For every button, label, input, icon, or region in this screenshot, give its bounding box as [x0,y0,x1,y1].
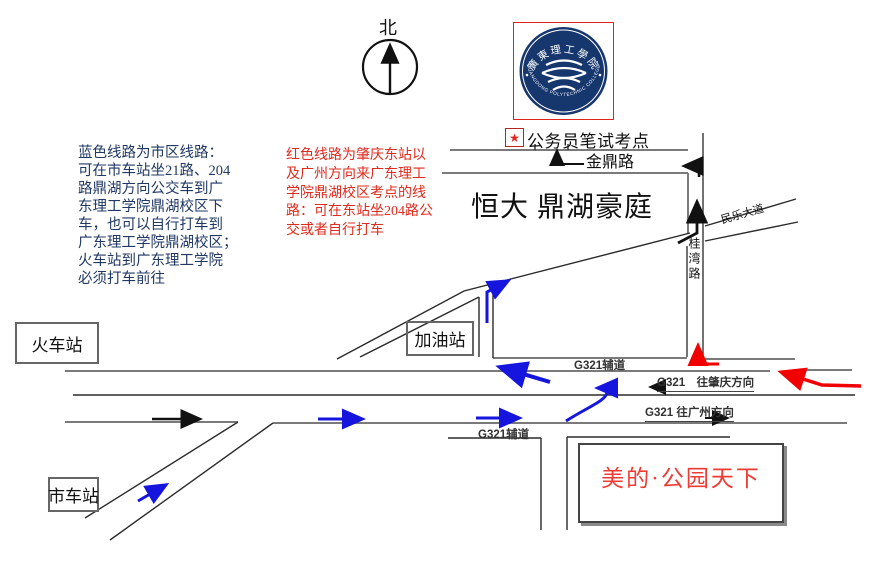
blue-route-note: 蓝色线路为市区线路： 可在市车站坐21路、204 路鼎湖方向公交车到广 东理工学… [78,145,238,287]
seal-ring [522,29,605,113]
minle-avenue-label: 民乐大道 [719,202,766,227]
g321-guangzhou-direction-label: G321 往广州方向 [645,404,734,422]
college-seal-icon: 廣東理工學院 GUANGDONG POLYTECHNIC COLLEGE [519,27,608,115]
red-route-note: 红色线路为肇庆东站以 及广州方向来广东理工 学院鼎湖校区考点的线 路：可在东站坐… [286,148,433,239]
road-diagonal-upper [336,232,691,360]
seal-disc [519,27,608,115]
arrow-red-up-guiwan [687,342,719,366]
jinding-road-label: 金鼎路 [586,154,635,171]
road-citybus-upper [84,421,239,519]
train-station-label: 火车站 [31,335,83,355]
g321-aux-road-label-upper: G321辅道 [574,360,626,372]
road-citybus-lower [109,422,274,541]
g321-zhaoqing-direction-label: G321 往肇庆方向 [657,374,755,392]
midea-park-box: 美的·公园天下 [578,443,784,523]
compass-north-label: 北 [379,18,397,38]
train-station-box: 火车站 [15,322,99,364]
arrow-blue-into-junction [495,361,551,389]
arrow-blue-uturn [565,377,619,423]
seal-dot-left [525,73,529,77]
city-bus-station-box: 市车站 [48,477,99,512]
exam-site-label: 公务员笔试考点 [527,132,650,151]
midea-park-label: 美的·公园天下 [601,466,761,491]
arrow-red-from-guangzhou [777,367,862,392]
college-logo: 廣東理工學院 GUANGDONG POLYTECHNIC COLLEGE [513,22,614,120]
gas-station-label: 加油站 [414,331,466,350]
arrow-jinding-callout [549,148,584,166]
road-minle-lower [704,221,799,242]
star-icon: ★ [509,130,520,145]
g321-aux-road-label-lower: G321辅道 [478,429,530,441]
city-bus-station-label: 市车站 [48,487,99,506]
seal-dot-right [598,73,602,77]
compass-circle [361,38,419,96]
exam-site-marker: ★ [505,128,524,147]
gas-station-box: 加油站 [406,321,474,356]
guiwan-road-label: 桂湾路 [687,237,701,282]
arrow-black-turn-into-jinding [681,156,704,177]
arrow-blue-citybus-road [137,483,170,505]
hengda-dinghu-haoting-label: 恒大 鼎湖豪庭 [471,192,654,223]
seal-book-icon [541,59,587,91]
arrow-blue-up-campus-street [485,279,512,323]
